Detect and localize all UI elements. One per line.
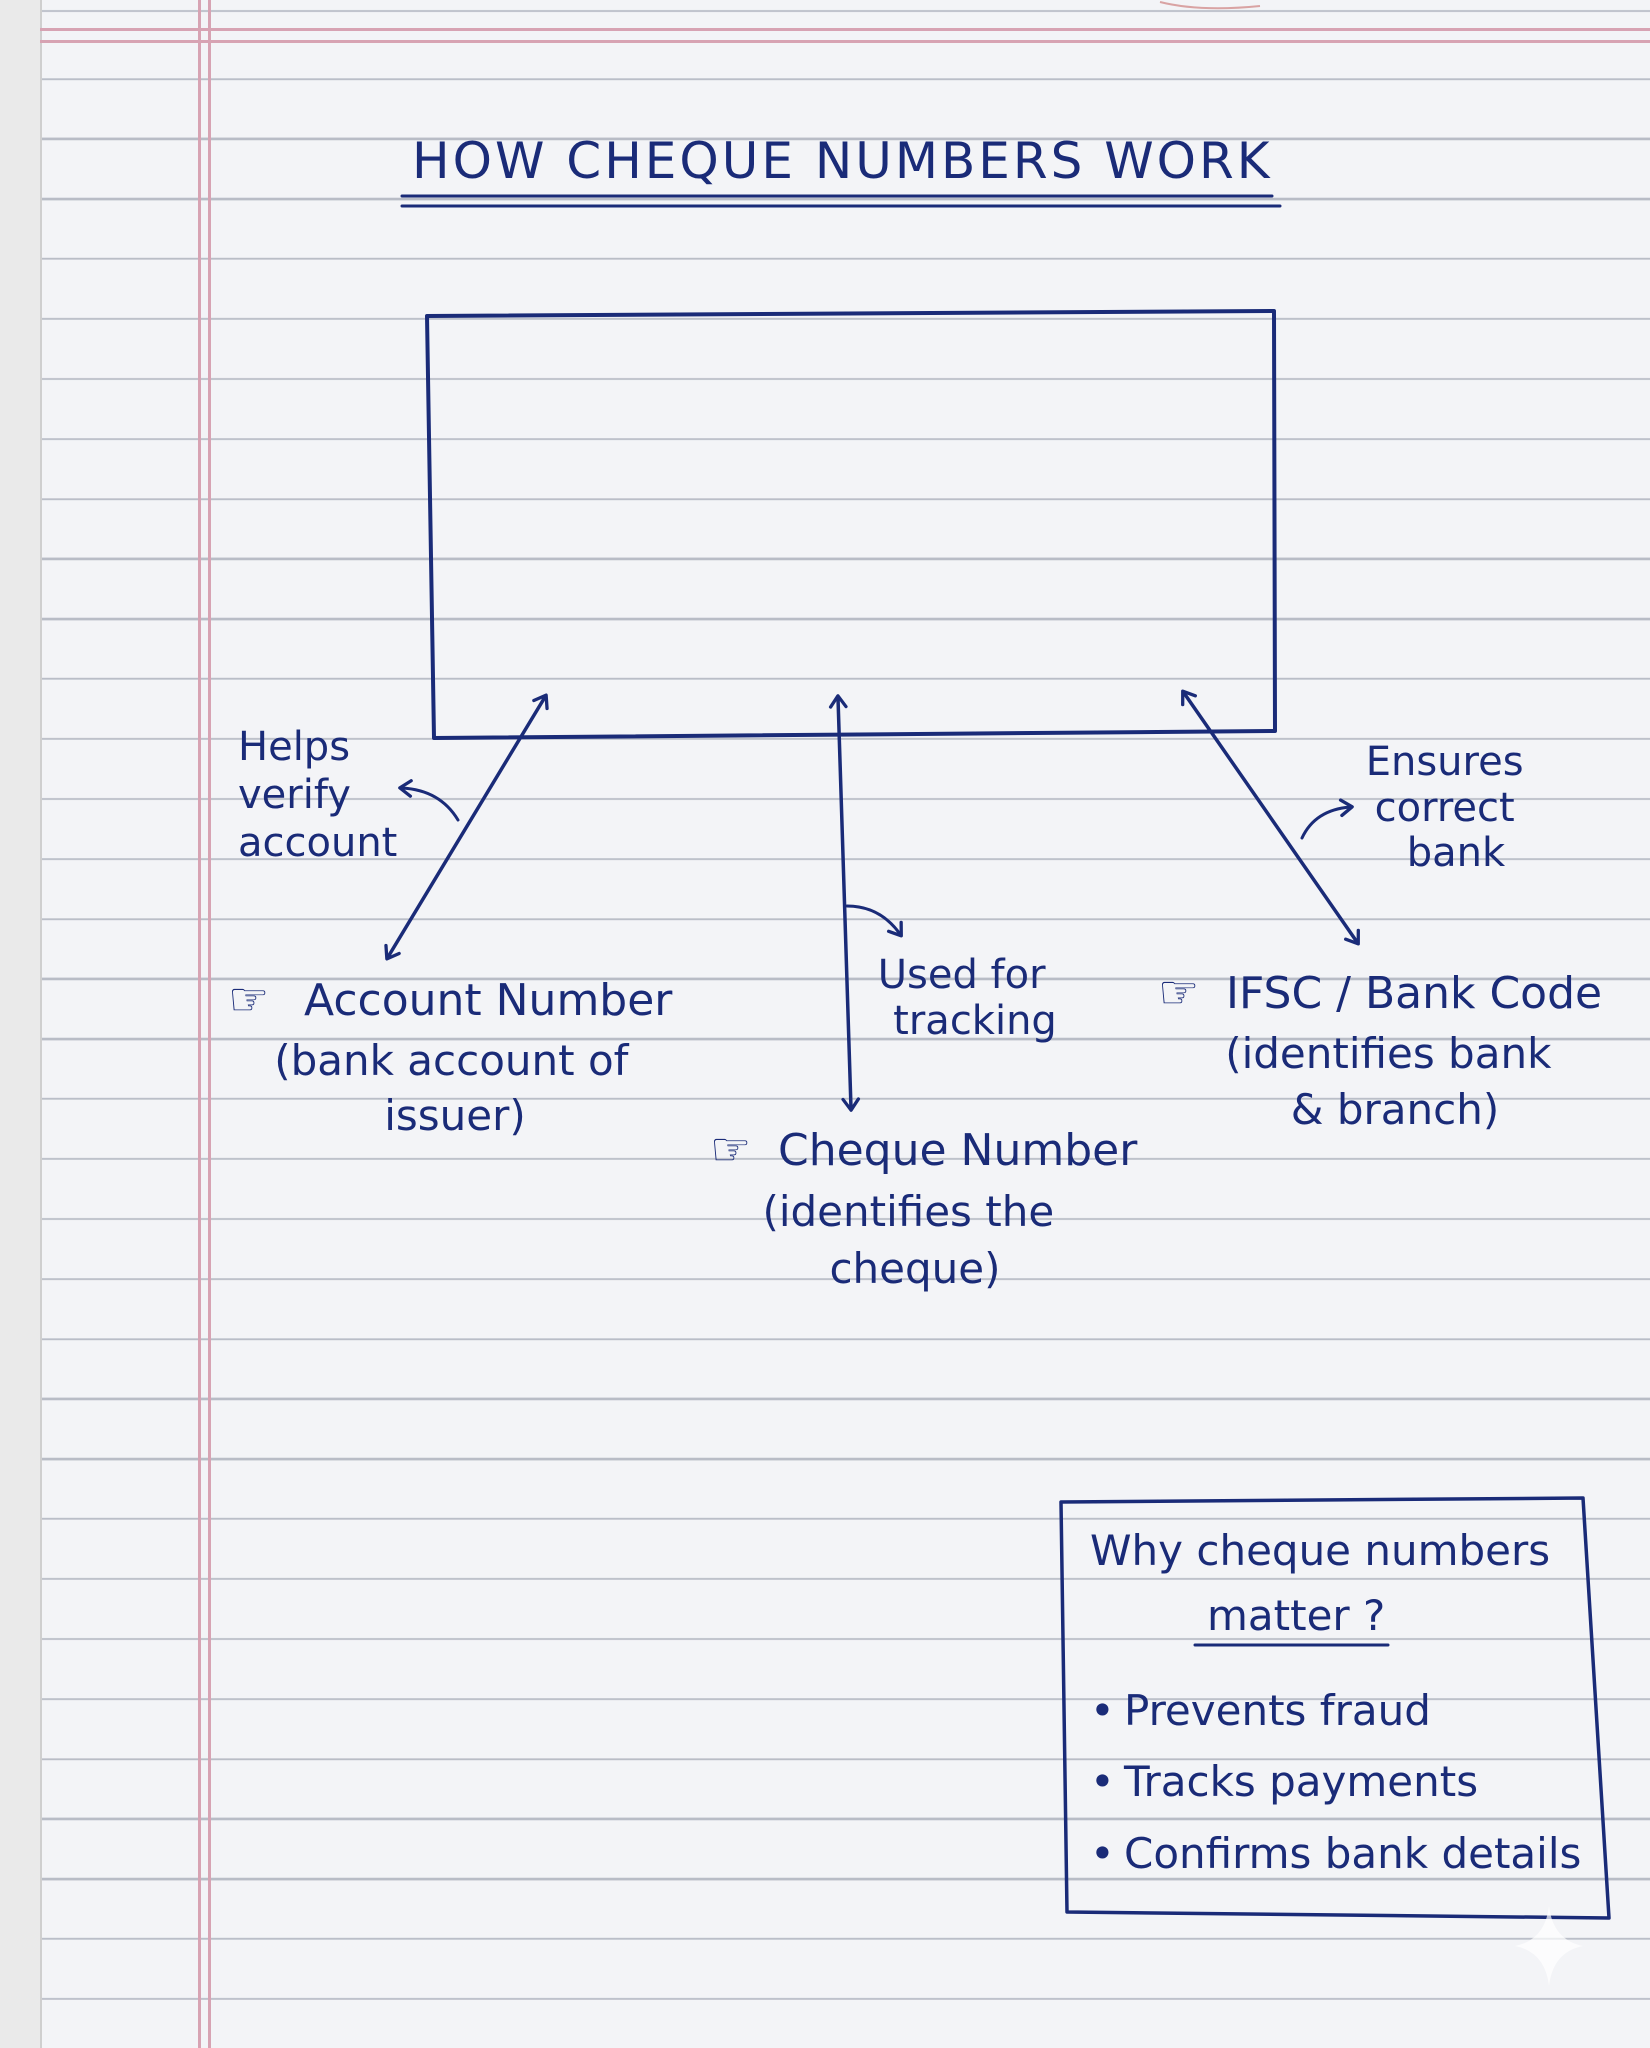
account-desc-line-2: issuer) xyxy=(384,1091,526,1140)
why-box-heading-1: Why cheque numbers xyxy=(1090,1526,1550,1575)
cheque-label-title: Cheque Number xyxy=(778,1125,1138,1176)
account-label-title: Account Number xyxy=(304,975,673,1026)
why-box-border xyxy=(1059,1496,1611,1920)
left-note: Helps verify account xyxy=(238,724,397,866)
account-label-desc: (bank account of issuer) xyxy=(274,1036,642,1140)
why-box-heading-2: matter ? xyxy=(1207,1591,1385,1640)
account-pointer-icon: ☞ xyxy=(228,972,269,1026)
margin-line-2 xyxy=(208,0,211,2048)
account-callout-hook xyxy=(398,779,460,822)
top-line-2 xyxy=(40,40,1650,43)
ifsc-arrow xyxy=(1181,689,1360,946)
right-note: Ensures correct bank xyxy=(1366,739,1537,876)
center-note-line-2: tracking xyxy=(893,998,1057,1044)
center-note-line-1: Used for xyxy=(878,952,1046,998)
right-note-line-1: Ensures xyxy=(1366,739,1524,785)
corner-mark xyxy=(1159,1,1261,10)
left-note-line-1: Helps xyxy=(238,724,350,770)
cheque-desc-line-2: cheque) xyxy=(829,1244,1000,1293)
page-title: HOW CHEQUE NUMBERS WORK xyxy=(412,132,1273,190)
center-note: Used for tracking xyxy=(878,952,1059,1044)
ifsc-pointer-icon: ☞ xyxy=(1158,965,1199,1019)
cheque-pointer-icon: ☞ xyxy=(710,1122,751,1176)
ifsc-desc-line-1: (identifies bank xyxy=(1225,1029,1552,1078)
left-note-line-2: verify xyxy=(238,772,351,818)
sparkle-watermark-icon xyxy=(1515,1906,1583,1986)
ifsc-desc-line-2: & branch) xyxy=(1291,1085,1499,1134)
cheque-arrow xyxy=(828,694,861,1112)
bullet-3-text: Confirms bank details xyxy=(1124,1829,1581,1878)
bullet-1-text: Prevents fraud xyxy=(1124,1686,1431,1735)
ifsc-callout-hook xyxy=(1300,798,1354,840)
top-line-1 xyxy=(40,28,1650,31)
account-arrow xyxy=(384,693,549,961)
cheque-desc-line-1: (identifies the xyxy=(762,1187,1054,1236)
bullet-3-dot: • xyxy=(1090,1829,1115,1878)
ifsc-label-title: IFSC / Bank Code xyxy=(1226,968,1602,1019)
bullet-2-dot: • xyxy=(1090,1757,1115,1806)
previous-page-edge xyxy=(0,0,42,2048)
bullet-2-text: Tracks payments xyxy=(1123,1757,1478,1806)
ifsc-label-desc: (identifies bank & branch) xyxy=(1225,1029,1565,1134)
bullet-1-dot: • xyxy=(1090,1686,1115,1735)
right-note-line-3: bank xyxy=(1407,830,1506,876)
account-desc-line-1: (bank account of xyxy=(274,1036,629,1085)
cheque-label-desc: (identifies the cheque) xyxy=(762,1187,1067,1293)
margin-line-1 xyxy=(198,0,201,2048)
cheque-callout-hook xyxy=(845,904,903,938)
right-note-line-2: correct xyxy=(1375,785,1515,831)
cheque-outline-box xyxy=(425,309,1277,740)
left-note-line-3: account xyxy=(238,820,397,866)
